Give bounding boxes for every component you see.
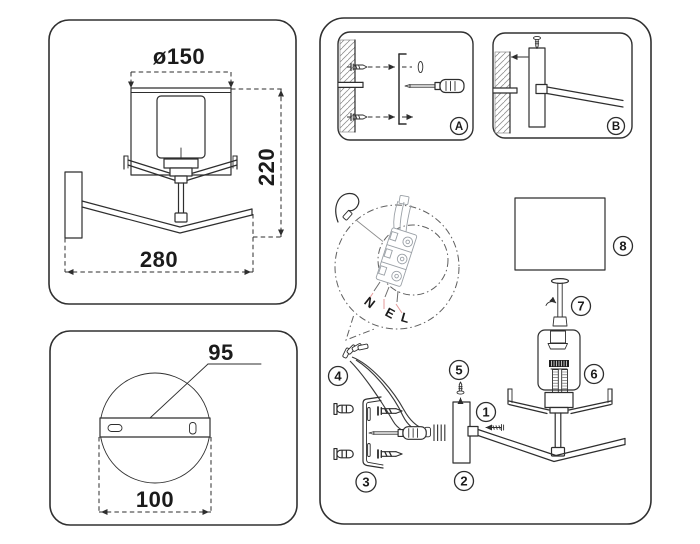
socket-lower	[169, 167, 193, 177]
part-1-label: 1	[482, 405, 489, 420]
dim-bracket-leader	[149, 363, 262, 419]
mount-bar-end-b	[492, 87, 518, 94]
strain-relief	[433, 424, 446, 441]
part-8-badge	[612, 235, 634, 257]
arm-socket	[467, 425, 479, 437]
dim-height-lines	[231, 88, 284, 238]
lamp-arm-assembly	[477, 428, 626, 463]
dim-diameter-lines	[128, 71, 234, 88]
dim-height-label: 220	[254, 148, 279, 186]
dim-plate-label: 100	[136, 487, 174, 512]
dim-bracket-label: 95	[208, 340, 233, 365]
mount-slot-left	[107, 424, 123, 432]
step-b-panel: B	[492, 32, 633, 139]
top-view-panel: 95 100	[49, 330, 298, 526]
mounting-bracket	[362, 396, 384, 469]
bracket-side-view-a	[398, 53, 407, 125]
part-5-label: 5	[455, 363, 462, 378]
arm-socket-b	[535, 83, 548, 95]
dim-depth-lines	[64, 214, 254, 275]
shade-holder-assembly	[507, 388, 613, 457]
cable-hook	[335, 192, 384, 242]
screw-head-side-a	[417, 60, 424, 74]
part-4-badge	[327, 365, 349, 387]
mount-slot-right	[189, 422, 197, 435]
anchor-icon-bottom	[333, 447, 354, 461]
wall-plate-side	[64, 171, 83, 239]
part-2-label: 2	[460, 474, 467, 489]
leader-l	[395, 303, 403, 314]
step-b-label: B	[612, 121, 620, 133]
dim-diameter-label: ø150	[153, 44, 205, 69]
dim-depth-label: 280	[140, 247, 178, 272]
lamp-side-drawing	[64, 87, 253, 239]
part-3-label: 3	[362, 475, 369, 490]
lamp-arm-side	[81, 200, 253, 234]
terminal-label-l: L	[399, 309, 411, 326]
part-4-label: 4	[334, 369, 342, 384]
part-8-label: 8	[619, 239, 626, 254]
step-b-border	[492, 32, 633, 139]
side-view-panel: ø150	[48, 19, 297, 305]
part-3-badge	[355, 471, 377, 493]
part-7-badge	[570, 295, 592, 317]
rotate-arrow	[545, 296, 557, 306]
dim-plate-lines	[98, 437, 212, 515]
part-shade	[514, 197, 606, 271]
part-2-badge	[453, 470, 475, 492]
step-a-badge	[449, 116, 469, 136]
screw-icon-1	[485, 424, 505, 431]
mount-bar-end-a	[337, 81, 364, 89]
step-a-panel: A	[337, 31, 474, 141]
step-a-label: A	[455, 121, 463, 133]
mount-bar	[99, 417, 211, 438]
anchor-icon-top	[333, 402, 354, 416]
stem-block	[174, 212, 188, 223]
socket-upper	[163, 158, 199, 169]
leader-n	[366, 292, 374, 303]
bubble-inner-circle	[377, 224, 449, 296]
bubble-tail	[345, 315, 376, 341]
step-b-badge	[606, 116, 626, 136]
assembly-panel: A B	[319, 17, 652, 525]
part-finial	[545, 278, 570, 327]
part-7-label: 7	[577, 299, 584, 314]
holder-nut	[544, 391, 574, 409]
part-6-badge	[583, 363, 605, 385]
part-6-label: 6	[590, 367, 597, 382]
socket-hub	[174, 175, 188, 184]
arm-b	[546, 86, 624, 108]
part-5-badge	[448, 359, 470, 381]
part-1-badge	[475, 401, 497, 423]
terminal-block	[373, 194, 418, 303]
